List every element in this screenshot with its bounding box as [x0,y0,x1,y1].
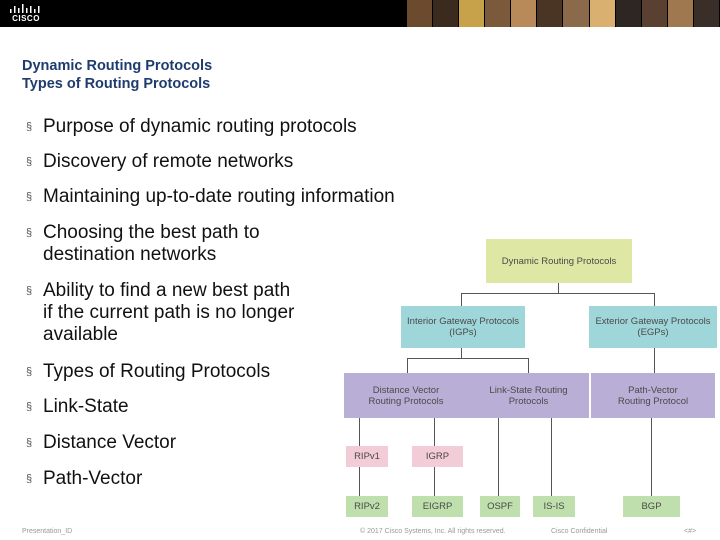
box-igrp: IGRP [412,446,463,467]
bullet-line: destination networks [43,244,217,265]
header-photo-strip [407,0,720,27]
connector [407,358,408,373]
connector [651,418,652,496]
bullet-line: Discovery of remote networks [43,151,294,172]
header-photo [693,0,719,27]
bullet-line: Distance Vector [43,432,177,453]
bullet-marker-icon: § [26,156,33,168]
header-photo [433,0,459,27]
bullet-line: if the current path is no longer [43,302,295,323]
bullet-marker-icon: § [26,191,33,203]
bullet-text: Types of Routing Protocols [43,361,270,383]
footer-copyright: © 2017 Cisco Systems, Inc. All rights re… [360,528,506,535]
header-photo [641,0,667,27]
box-ripv2: RIPv2 [346,496,388,517]
routing-protocol-diagram: Dynamic Routing Protocols Interior Gatew… [344,237,720,522]
bullet-text: Path-Vector [43,468,142,490]
bullet-marker-icon: § [26,366,33,378]
bullet-line: Maintaining up-to-date routing informati… [43,186,395,207]
header-photo [485,0,511,27]
box-exterior-gateway-protocols: Exterior Gateway Protocols(EGPs) [589,306,717,348]
connector [461,293,655,294]
bullet-line: Path-Vector [43,468,143,489]
box-ripv1: RIPv1 [346,446,388,467]
footer-presentation-id: Presentation_ID [22,528,73,535]
connector [654,293,655,306]
bullet-text: Discovery of remote networks [43,151,293,173]
connector [528,358,529,373]
title-line-1: Dynamic Routing Protocols [22,58,213,74]
bullet-marker-icon: § [26,437,33,449]
box-dynamic-routing-protocols: Dynamic Routing Protocols [486,239,632,283]
box-is-is: IS-IS [533,496,575,517]
bullet-text: Distance Vector [43,432,176,454]
box-eigrp: EIGRP [412,496,463,517]
header-photo [511,0,537,27]
bullet-line: Ability to find a new best path [43,280,291,301]
slide-title: Dynamic Routing Protocols Types of Routi… [22,57,212,93]
connector [461,293,462,306]
cisco-wordmark: CISCO [12,14,40,23]
connector [407,358,528,359]
cisco-logo: CISCO [8,4,44,24]
box-bgp: BGP [623,496,680,517]
bullet-text: Link-State [43,396,129,418]
title-line-2: Types of Routing Protocols [22,76,211,92]
bullet-marker-icon: § [26,285,33,297]
bullet-marker-icon: § [26,227,33,239]
header-photo [667,0,693,27]
connector [461,348,462,358]
header-photo [459,0,485,27]
footer-page-number: <#> [684,528,697,535]
header-photo [615,0,641,27]
bullet-line: Types of Routing Protocols [43,361,271,382]
connector [558,283,559,293]
box-ospf: OSPF [480,496,520,517]
top-banner: CISCO [0,0,720,27]
footer-confidential: Cisco Confidential [551,528,608,535]
bullet-marker-icon: § [26,401,33,413]
header-photo [563,0,589,27]
bullet-line: available [43,324,118,345]
connector [551,418,552,496]
bullet-marker-icon: § [26,121,33,133]
box-interior-gateway-protocols: Interior Gateway Protocols(IGPs) [401,306,525,348]
bullet-text: Purpose of dynamic routing protocols [43,116,357,138]
header-photo [407,0,433,27]
bullet-line: Purpose of dynamic routing protocols [43,116,357,137]
bullet-line: Link-State [43,396,129,417]
bullet-text: Maintaining up-to-date routing informati… [43,186,395,208]
bullet-line: Choosing the best path to [43,222,260,243]
header-photo [589,0,615,27]
header-photo [537,0,563,27]
connector [654,348,655,373]
connector [498,418,499,496]
bullet-marker-icon: § [26,473,33,485]
